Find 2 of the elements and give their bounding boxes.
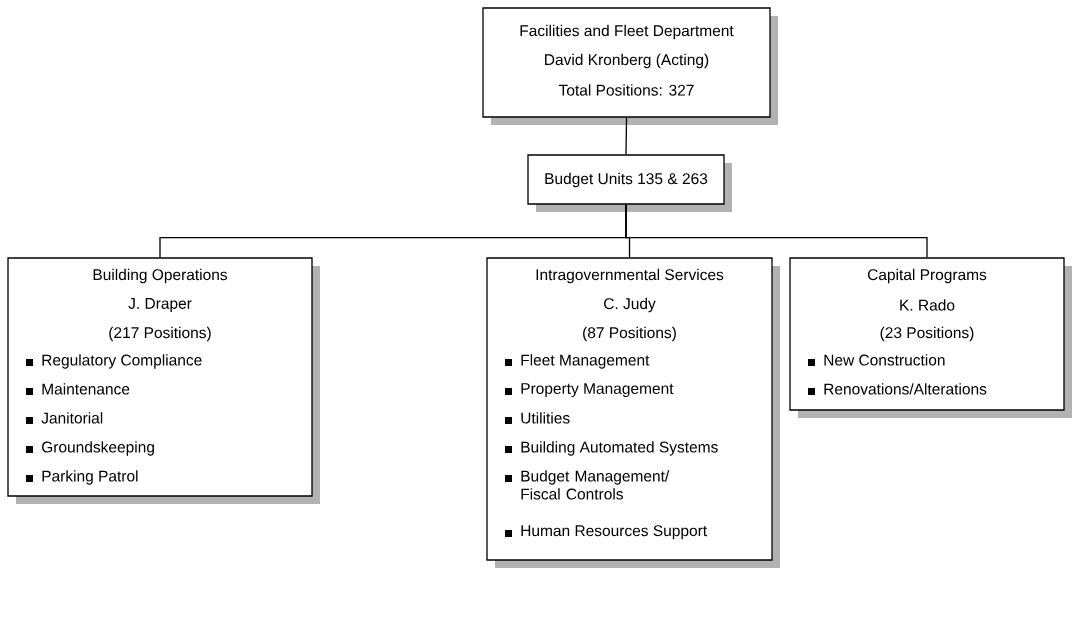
connector-line: [625, 204, 928, 258]
connector-line: [625, 117, 628, 155]
